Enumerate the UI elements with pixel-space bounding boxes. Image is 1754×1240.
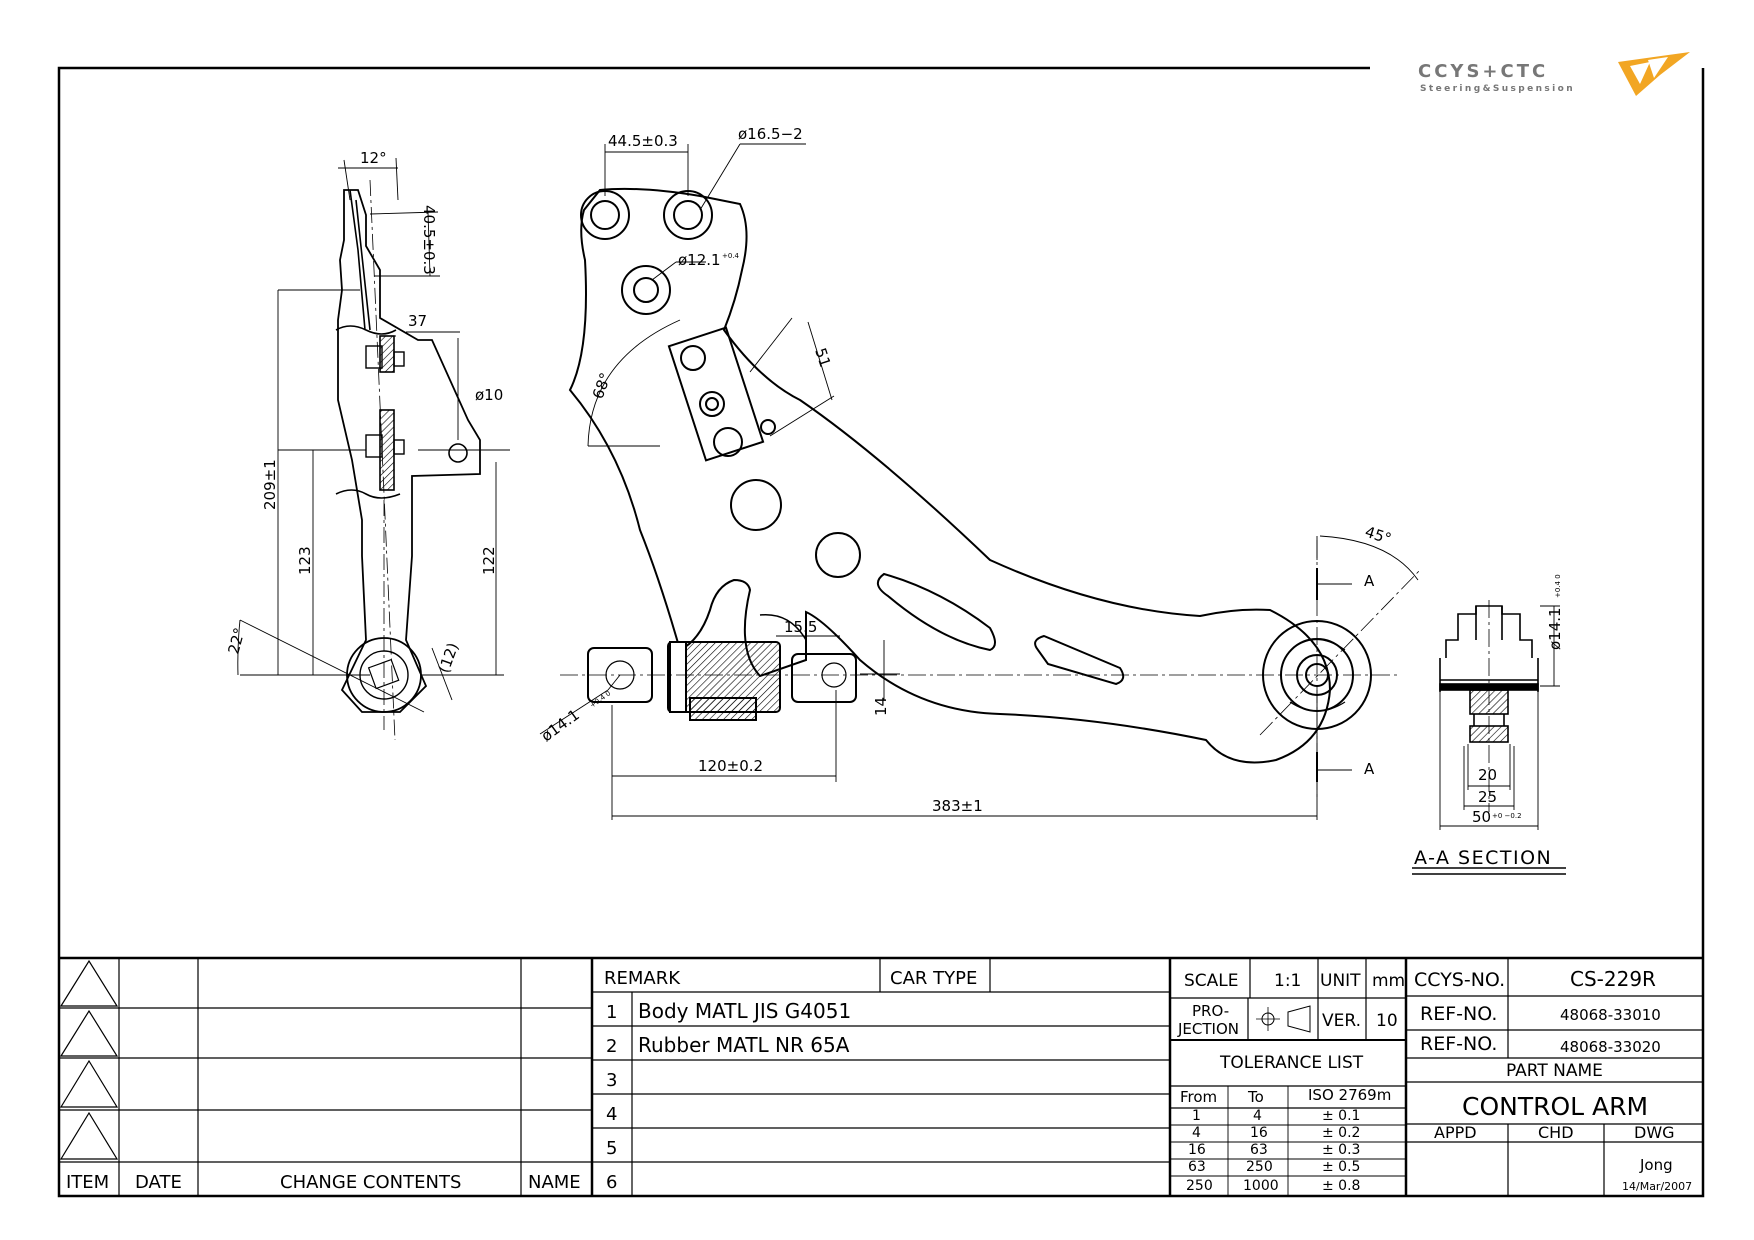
dim-68-degree: 68° bbox=[589, 370, 615, 401]
projection-label-1: PRO- bbox=[1192, 1002, 1229, 1020]
remark-no-6: 6 bbox=[606, 1172, 617, 1193]
dim-phi-14-1-tol: +0.4 0 bbox=[588, 689, 612, 709]
dim-12-degree: 12° bbox=[360, 149, 387, 167]
tol-from-2: 4 bbox=[1192, 1125, 1201, 1141]
title-block-text: ITEM DATE CHANGE CONTENTS NAME REMARK CA… bbox=[66, 967, 1692, 1194]
dim-123: 123 bbox=[296, 546, 314, 575]
section-dimensions bbox=[1412, 605, 1566, 875]
ver-value: 10 bbox=[1376, 1011, 1398, 1031]
dim-phi-14-1: ø14.1 bbox=[538, 706, 583, 746]
svg-text:Steering&Suspension: Steering&Suspension bbox=[1420, 84, 1575, 94]
tol-to-5: 1000 bbox=[1243, 1178, 1279, 1194]
remark-no-1: 1 bbox=[606, 1002, 617, 1023]
tol-val-5: ± 0.8 bbox=[1322, 1178, 1360, 1194]
dim-14: 14 bbox=[872, 697, 890, 716]
ref2-label: REF-NO. bbox=[1420, 1033, 1497, 1055]
dim-37: 37 bbox=[408, 312, 427, 330]
tol-val-1: ± 0.1 bbox=[1322, 1108, 1360, 1124]
tol-header-iso: ISO 2769m bbox=[1308, 1086, 1391, 1104]
change-header-contents: CHANGE CONTENTS bbox=[280, 1172, 461, 1193]
sheet-border bbox=[57, 66, 1705, 1198]
projection-label-2: JECTION bbox=[1177, 1020, 1239, 1038]
tol-from-1: 1 bbox=[1192, 1108, 1201, 1124]
tolerance-title: TOLERANCE LIST bbox=[1219, 1053, 1364, 1073]
section-dim-50: 50 bbox=[1472, 808, 1491, 826]
tol-val-3: ± 0.3 bbox=[1322, 1142, 1360, 1158]
tol-to-4: 250 bbox=[1246, 1159, 1273, 1175]
section-phi-14-1-tol: +0.4 0 bbox=[1554, 574, 1562, 598]
ref2-value: 48068-33020 bbox=[1560, 1038, 1661, 1056]
dim-40-5: 40.5±0.3 bbox=[420, 205, 438, 275]
unit-value: mm bbox=[1372, 971, 1405, 991]
remark-no-5: 5 bbox=[606, 1138, 617, 1159]
chd-label: CHD bbox=[1538, 1123, 1574, 1142]
plan-view-dimensions bbox=[539, 143, 1419, 820]
ccys-no-label: CCYS-NO. bbox=[1414, 969, 1505, 991]
side-view-dimensions bbox=[237, 157, 510, 713]
dim-383: 383±1 bbox=[932, 797, 983, 815]
dim-44-5: 44.5±0.3 bbox=[608, 132, 678, 150]
remark-text-1: Body MATL JIS G4051 bbox=[638, 999, 851, 1023]
tol-val-2: ± 0.2 bbox=[1322, 1125, 1360, 1141]
ref1-value: 48068-33010 bbox=[1560, 1006, 1661, 1024]
dim-12-ref: (12) bbox=[435, 640, 462, 675]
remark-no-2: 2 bbox=[606, 1036, 617, 1057]
ref1-label: REF-NO. bbox=[1420, 1003, 1497, 1025]
change-header-item: ITEM bbox=[66, 1172, 109, 1193]
car-type-label: CAR TYPE bbox=[890, 968, 977, 989]
dim-phi-12-1: ø12.1 bbox=[678, 251, 721, 269]
dim-phi-10: ø10 bbox=[475, 386, 503, 404]
svg-text:CCYS+CTC: CCYS+CTC bbox=[1418, 61, 1548, 82]
control-arm-plan-view bbox=[568, 187, 1372, 764]
dim-209: 209±1 bbox=[261, 459, 279, 510]
scale-label: SCALE bbox=[1184, 971, 1239, 991]
section-labels: ø14.1 +0.4 0 20 25 50 +0 −0.2 A-A SECTIO… bbox=[1414, 574, 1564, 869]
section-title: A-A SECTION bbox=[1414, 847, 1552, 869]
dwg-date: 14/Mar/2007 bbox=[1622, 1180, 1692, 1193]
remark-no-4: 4 bbox=[606, 1104, 617, 1125]
tol-to-2: 16 bbox=[1250, 1125, 1268, 1141]
section-phi-14-1: ø14.1 bbox=[1546, 607, 1564, 650]
tol-from-4: 63 bbox=[1188, 1159, 1206, 1175]
dwg-name: Jong bbox=[1639, 1156, 1673, 1174]
tol-from-3: 16 bbox=[1188, 1142, 1206, 1158]
tol-header-from: From bbox=[1180, 1088, 1217, 1106]
scale-value: 1:1 bbox=[1274, 971, 1301, 991]
tol-header-to: To bbox=[1247, 1088, 1264, 1106]
appd-label: APPD bbox=[1434, 1123, 1477, 1142]
section-mark-top: A bbox=[1364, 572, 1375, 590]
change-header-date: DATE bbox=[135, 1172, 182, 1193]
company-logo: CCYS+CTC Steering&Suspension bbox=[1418, 52, 1690, 96]
dim-51: 51 bbox=[811, 346, 834, 370]
dim-122: 122 bbox=[480, 546, 498, 575]
section-mark-bottom: A bbox=[1364, 760, 1375, 778]
tol-to-1: 4 bbox=[1253, 1108, 1262, 1124]
change-header-name: NAME bbox=[528, 1172, 581, 1193]
section-dim-25: 25 bbox=[1478, 788, 1497, 806]
part-name-label: PART NAME bbox=[1506, 1061, 1603, 1081]
ver-label: VER. bbox=[1322, 1011, 1361, 1031]
tol-val-4: ± 0.5 bbox=[1322, 1159, 1360, 1175]
dim-phi-12-1-tol: +0.4 bbox=[722, 252, 740, 260]
tol-to-3: 63 bbox=[1250, 1142, 1268, 1158]
section-dim-20: 20 bbox=[1478, 766, 1497, 784]
dwg-label: DWG bbox=[1634, 1123, 1675, 1142]
title-block bbox=[59, 956, 1703, 1196]
remark-text-2: Rubber MATL NR 65A bbox=[638, 1033, 850, 1057]
section-view bbox=[1439, 600, 1539, 812]
dim-15-5: 15.5 bbox=[784, 618, 817, 636]
unit-label: UNIT bbox=[1320, 971, 1361, 991]
remark-no-3: 3 bbox=[606, 1070, 617, 1091]
dim-phi-16-5: ø16.5−2 bbox=[738, 125, 803, 143]
dim-22-degree: 22° bbox=[224, 626, 248, 656]
part-name-value: CONTROL ARM bbox=[1462, 1092, 1648, 1121]
dim-120: 120±0.2 bbox=[698, 757, 763, 775]
section-dim-50-tol: +0 −0.2 bbox=[1492, 812, 1522, 820]
tol-from-5: 250 bbox=[1186, 1178, 1213, 1194]
remark-label: REMARK bbox=[604, 968, 681, 989]
ccys-no-value: CS-229R bbox=[1570, 967, 1656, 991]
